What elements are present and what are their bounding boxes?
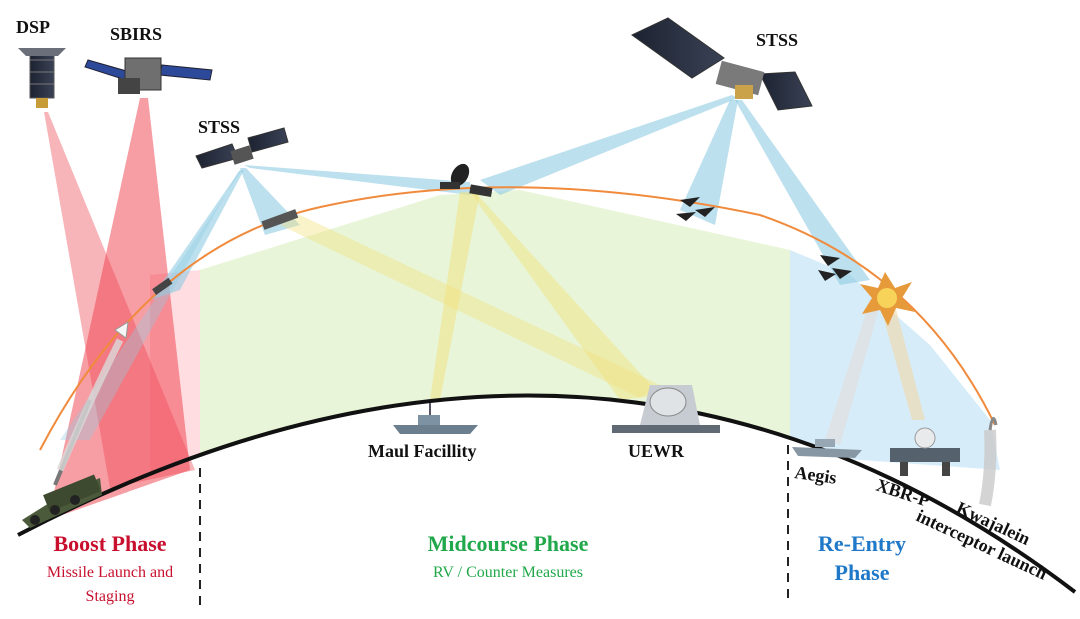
xbr-platform-icon: [890, 427, 960, 476]
boost-phase-sub1: Missile Launch and: [47, 564, 173, 581]
uewr-radar-icon: [612, 385, 720, 433]
aegis-label: Aegis: [793, 462, 837, 488]
aegis-ship-icon: [792, 439, 862, 458]
stss-right-beam-2: [680, 100, 738, 225]
boost-phase-sub2: Staging: [86, 588, 135, 605]
xbr-beam: [880, 305, 925, 420]
interceptor-icon: [988, 417, 998, 431]
boost-phase-title: Boost Phase: [53, 531, 166, 556]
booster-icon: [114, 321, 129, 339]
stss-left-beam-1: [150, 170, 244, 300]
stss-right-beam-1: [480, 95, 738, 195]
stss-left-satellite-icon: [195, 127, 289, 169]
dsp-label: DSP: [16, 17, 50, 37]
sbirs-satellite-icon: [84, 57, 213, 94]
maui-ship-icon: [393, 403, 478, 434]
decoy-cluster-icon: [676, 197, 715, 221]
reentry-phase-title-2: Phase: [835, 560, 890, 585]
interceptor-launch-smoke-icon: [979, 429, 997, 507]
boost-exhaust-icon: [56, 338, 124, 472]
aegis-beam: [825, 300, 880, 445]
reentry-vehicles-icon: [818, 255, 852, 281]
reentry-region: [790, 250, 1000, 470]
stss-right-label: STSS: [756, 30, 798, 50]
maui-label: Maul Facillity: [368, 441, 476, 461]
intercept-explosion-icon: [860, 272, 915, 326]
dsp-satellite-icon: [18, 48, 66, 108]
sbirs-label: SBIRS: [110, 24, 162, 44]
post-boost-vehicle-icon: [261, 209, 299, 230]
sensor-beams: [44, 95, 925, 520]
maui-beam-2: [430, 192, 480, 400]
uewr-beam: [280, 215, 660, 398]
reentry-phase-title-1: Re-Entry: [818, 531, 906, 556]
stage-icon: [152, 277, 173, 296]
earth-horizon: [17, 393, 1077, 594]
uewr-label: UEWR: [628, 441, 685, 461]
maui-beam-1: [470, 192, 660, 400]
midcourse-phase-title: Midcourse Phase: [428, 531, 589, 556]
stss-right-beam-3: [735, 100, 870, 285]
stss-left-beam-3: [244, 165, 470, 195]
stss-left-label: STSS: [198, 117, 240, 137]
midcourse-rv-icon: [440, 163, 493, 198]
midcourse-phase-sub: RV / Counter Measures: [433, 564, 583, 581]
stss-right-satellite-icon: [631, 17, 813, 111]
midcourse-region: [200, 190, 790, 465]
